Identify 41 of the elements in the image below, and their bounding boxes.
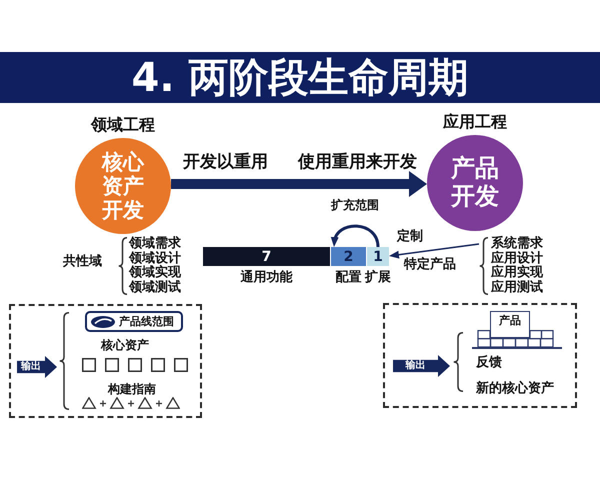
dashed-panel (383, 303, 577, 408)
list-item: 领域需求 (129, 237, 181, 251)
scope-label: 产品线范围 (119, 315, 174, 328)
list-item: 应用测试 (491, 280, 543, 295)
list-item: 领域实现 (129, 266, 181, 280)
scope-box (85, 311, 183, 332)
output-arrow (393, 355, 450, 377)
list-item: 系统需求 (491, 237, 543, 251)
arrow-caption: 开发以重用 (183, 153, 268, 172)
edge-label: 定制 (396, 229, 424, 244)
bar-segment: 1 (367, 247, 389, 266)
panel-text: 反馈 (476, 356, 502, 370)
panel-text: 核心资产 (101, 338, 149, 352)
list-item: 领域设计 (129, 252, 181, 266)
circle-label: 核心资产开发 (100, 150, 146, 222)
arrow-caption: 使用重用来开发 (298, 153, 417, 172)
arrow (389, 243, 480, 259)
bar-segment: 7 (203, 247, 330, 266)
section-heading: 应用工程 (443, 112, 507, 132)
group-label: 共性域 (63, 255, 102, 270)
arrow-label: 输出 (404, 358, 426, 373)
bar-caption: 扩展 (365, 270, 391, 285)
bar-segment: 2 (331, 247, 366, 266)
edge-label: 扩充范围 (330, 198, 380, 212)
section-heading: 领域工程 (91, 115, 155, 135)
bar-caption: 通用功能 (240, 270, 292, 285)
list-item: 领域测试 (129, 280, 181, 295)
thick-arrow (171, 171, 427, 197)
annotation: 特定产品 (404, 258, 456, 272)
curved-arrow (332, 224, 380, 248)
panel-text: 新的核心资产 (476, 382, 554, 396)
title: 4. 两阶段生命周期 (132, 54, 468, 102)
output-arrow (17, 356, 57, 378)
arrow-label: 输出 (20, 360, 42, 374)
dashed-panel (9, 304, 202, 418)
circle-label: 产品开发 (450, 155, 500, 211)
product-box: 产品 (490, 311, 530, 338)
list-item: 应用实现 (491, 266, 543, 280)
panel-text: 构建指南 (108, 382, 156, 396)
bar-caption: 配置 (336, 270, 362, 285)
list-item: 应用设计 (491, 252, 543, 266)
